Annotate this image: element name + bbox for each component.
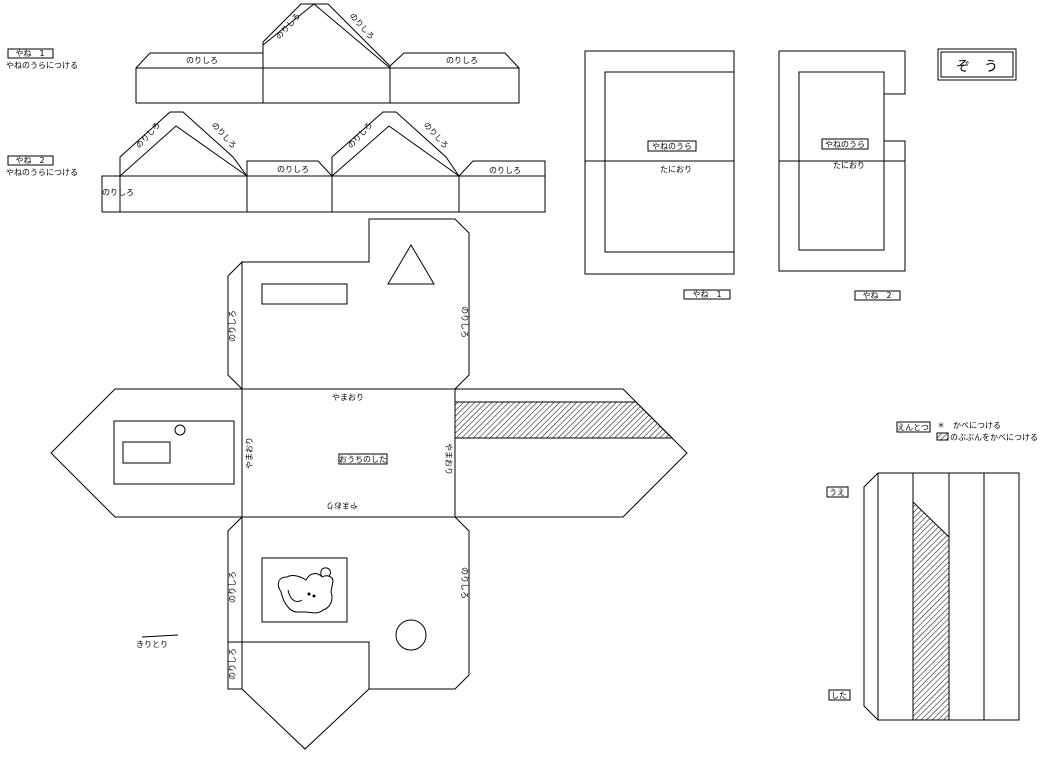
roof1-glue-strip: のりしろ のりしろ のりしろ のりしろ: [135, 3, 520, 104]
hatched-glue-area: [454, 401, 674, 439]
center-label: おうちのした: [339, 455, 387, 464]
roof2-tag-box: [7, 155, 54, 166]
roof2-footer-tag-box: [854, 290, 901, 301]
roof1-flap-label: のりしろ: [348, 11, 376, 41]
chimney-note-2: のぶぶんをかべにつける: [950, 433, 1038, 442]
roof2-flap-label: のりしろ: [422, 120, 450, 150]
roof1-panel: やねのうら たにおり やね 1: [584, 50, 735, 300]
fold-label-bottom: やまおり: [326, 501, 358, 510]
title-box: ぞう: [937, 48, 1017, 81]
center-label-box: [338, 453, 388, 465]
elephant-drawing: [277, 567, 334, 614]
house-net: のりしろ のりしろ やまおり やまおり やまおり やまおり おうちのした のりし…: [50, 218, 688, 750]
chimney-bottom-box: [828, 689, 851, 701]
chimney-tag: えんとつ: [897, 423, 929, 432]
roof2-label-group: やね 2 やねのうらにつける: [6, 155, 78, 177]
hatch-legend-swatch: [936, 432, 949, 441]
glue-label: のりしろ: [228, 648, 237, 680]
roof1-instruction: やねのうらにつける: [6, 61, 78, 70]
roof2-fold-label: たにおり: [833, 161, 865, 170]
glue-label: のりしろ: [228, 571, 237, 603]
chimney-group: えんとつ ＊ かべにつける のぶぶんをかべにつける うえ した: [826, 421, 1038, 721]
chimney-top-box: [826, 486, 849, 498]
roof2-panel: やねのうら たにおり やね 2: [778, 50, 906, 301]
roof1-tag-box: [7, 48, 54, 59]
roof1-footer-tag: やね 1: [692, 290, 721, 299]
roof2-flap-label: のりしろ: [210, 120, 238, 150]
roof2-flap-label: のりしろ: [489, 166, 521, 175]
roof2-back-label-box: [821, 138, 869, 150]
roof1-footer-tag-box: [683, 289, 731, 300]
glue-label: のりしろ: [228, 310, 237, 342]
roof1-label-group: やね 1 やねのうらにつける: [6, 48, 78, 70]
fold-label-left: やまおり: [245, 437, 254, 469]
chimney-hatched-glue: [912, 500, 950, 721]
roof1-back-label: やねのうら: [652, 142, 692, 151]
roof2-flap-label: のりしろ: [277, 165, 309, 174]
roof2-instruction: やねのうらにつける: [6, 168, 78, 177]
chimney-bottom-label: した: [831, 691, 847, 700]
chimney-top-label: うえ: [829, 488, 845, 497]
roof2-back-label: やねのうら: [825, 140, 865, 149]
page-title: ぞう: [956, 59, 1012, 75]
roof1-back-label-box: [647, 140, 697, 152]
roof2-glue-strip: のりしろ のりしろ のりしろ のりしろ のりしろ のりしろ のりしろ: [101, 111, 546, 213]
roof1-flap-label: のりしろ: [446, 56, 478, 65]
chimney-note-1: ＊ かべにつける: [937, 421, 1001, 430]
glue-label: のりしろ: [460, 306, 469, 338]
roof2-footer-tag: やね 2: [862, 291, 891, 300]
rect-window: [261, 283, 348, 305]
cut-label: きりとり: [136, 640, 168, 649]
roof1-tag: やね 1: [15, 49, 44, 58]
triangle-window: [387, 244, 435, 285]
roof2-flap-label: のりしろ: [346, 120, 374, 150]
fold-label-top: やまおり: [332, 393, 364, 402]
glue-label: のりしろ: [460, 567, 469, 599]
roof2-flap-label: のりしろ: [102, 188, 134, 197]
fold-label-right: やまおり: [444, 443, 453, 475]
roof1-flap-label: のりしろ: [186, 56, 218, 65]
roof2-tag: やね 2: [15, 156, 44, 165]
cut-label-group: きりとり: [136, 634, 179, 649]
roof2-flap-label: のりしろ: [134, 120, 162, 150]
roof1-fold-label: たにおり: [660, 165, 692, 174]
chimney-tag-box: [896, 421, 931, 433]
